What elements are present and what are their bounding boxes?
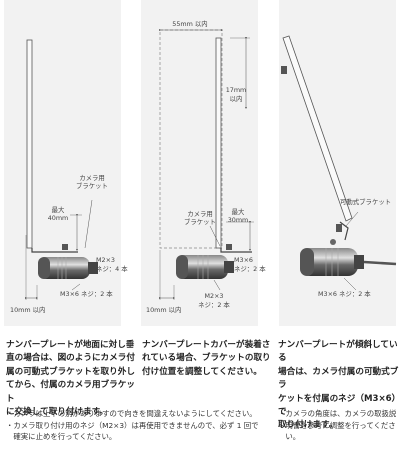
note-line: 明書を参考に調整を行ってくださ [278, 420, 396, 430]
panel-2-description: ナンバープレートカバーが装着さ れている場合、ブラケットの取り 付け位置を調整し… [142, 340, 271, 377]
screw-head [336, 224, 342, 232]
panel-1-figure [25, 39, 98, 300]
panel-3-description: ナンバープレートが傾斜している 場合は、カメラ付属の可動式ブラ ケットを付属のネ… [278, 340, 401, 431]
license-plate-tilted [282, 35, 353, 222]
note-line: 確実に止めを行ってください。 [6, 432, 117, 442]
screw-leader [71, 283, 81, 291]
camera-body [176, 255, 234, 279]
camera-bracket-leader [84, 199, 93, 249]
note-line: い。 [278, 432, 301, 442]
p2-gap-label: 10mm 以内 [146, 305, 181, 314]
camera-body [300, 248, 397, 276]
p1-screw-bottom-label: M3×6 ネジ：2 本 [60, 289, 113, 298]
p1-gap-label: 10mm 以内 [10, 305, 45, 314]
license-plate [26, 39, 33, 249]
panel-3-figure [281, 35, 397, 291]
p1-camera-bracket-label: カメラ用ブラケット [76, 174, 108, 190]
camera-bracket-shape [220, 248, 252, 253]
license-plate [215, 37, 222, 249]
p2-camera-bracket-label: カメラ用ブラケット [184, 210, 216, 226]
camera-body [38, 257, 98, 279]
p3-movable-bracket-label: 可動式ブラケット [340, 197, 391, 206]
movable-bracket-shape [339, 221, 349, 241]
screw-head [226, 244, 232, 250]
bracket-pivot [330, 239, 336, 245]
screw-head [281, 66, 287, 74]
notes-right: ・カメラの角度は、カメラの取扱説 明書を参考に調整を行ってくださ い。 [278, 408, 406, 443]
p3-screw-bottom-label: M3×6 ネジ：2 本 [318, 289, 371, 298]
screw-head [62, 244, 68, 250]
camera-bracket-shape [31, 248, 78, 253]
panel-1-description: ナンバープレートが地面に対し垂 直の場合は、図のようにカメラ付 属の可動式ブラケ… [6, 340, 135, 418]
panel-2-figure [159, 29, 254, 300]
note-line: ・カメラの角度は、カメラの取扱説 [278, 409, 397, 418]
notes-left: ・カメラは上下の別がありますので向きを間違えないようにしてください。 ・カメラ取… [6, 408, 274, 443]
note-line: ・カメラは上下の別がありますので向きを間違えないようにしてください。 [6, 409, 257, 418]
note-line: ・カメラ取り付け用のネジ（M2×3）は再使用できませんので、必ず 1 回で [6, 420, 259, 430]
p2-top-width-label: 55mm 以内 [172, 19, 207, 28]
